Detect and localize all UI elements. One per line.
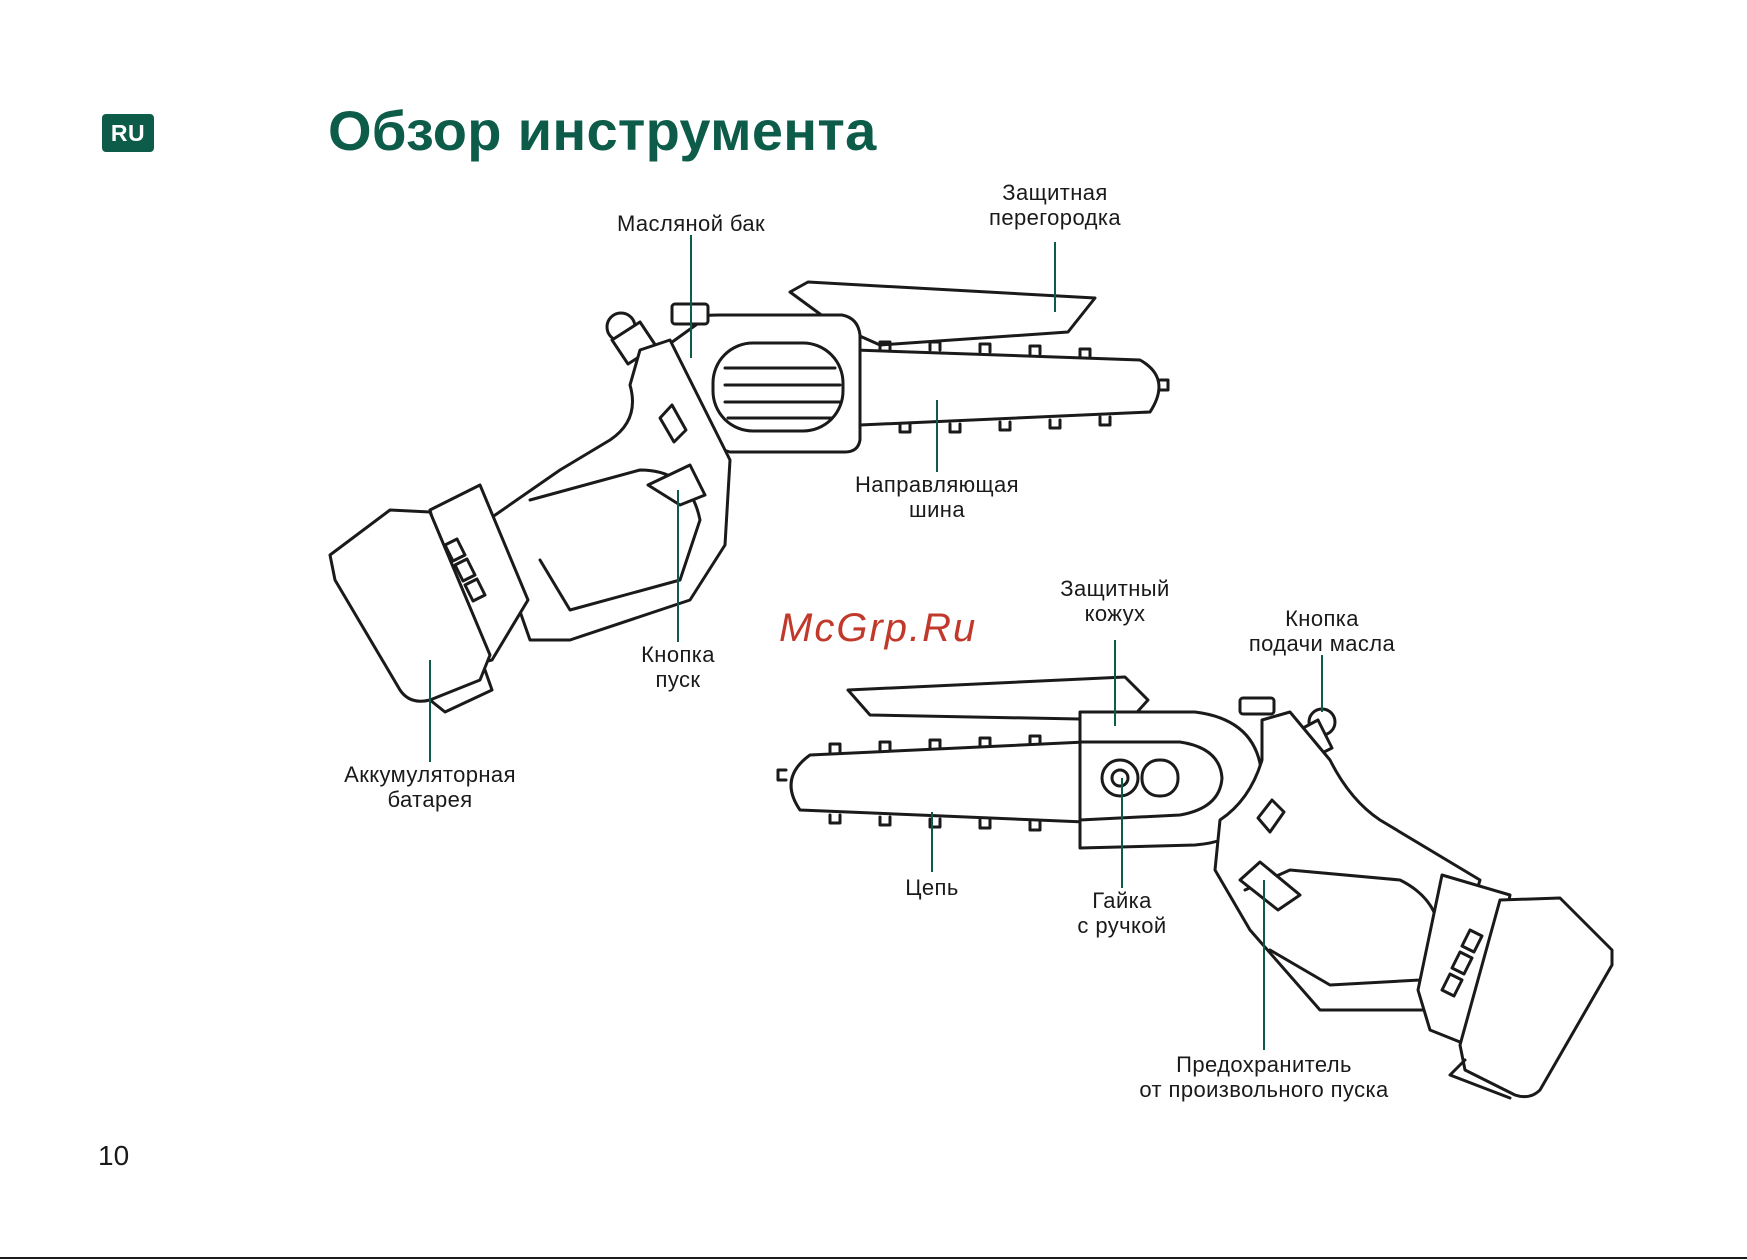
label-protective-cover-line1: Защитный [1060, 576, 1169, 601]
label-start-button: Кнопка пуск [641, 642, 715, 692]
top-chainsaw-drawing [330, 282, 1168, 712]
label-oil-tank: Масляной бак [617, 211, 765, 236]
label-guard-plate: Защитная перегородка [989, 180, 1121, 230]
top-guide-bar [855, 350, 1159, 425]
label-knob-nut-line1: Гайка [1092, 888, 1152, 913]
label-oil-feed-button-line2: подачи масла [1249, 631, 1395, 656]
label-guard-plate-line1: Защитная [1002, 180, 1108, 205]
label-safety-lock-line2: от произвольного пуска [1139, 1077, 1388, 1102]
label-battery: Аккумуляторная батарея [344, 762, 516, 812]
label-knob-nut-line2: с ручкой [1077, 913, 1166, 938]
label-guard-plate-line2: перегородка [989, 205, 1121, 230]
bottom-oil-cap [1240, 698, 1274, 714]
label-safety-lock-line1: Предохранитель [1176, 1052, 1352, 1077]
watermark: McGrp.Ru [779, 606, 977, 651]
page-number: 10 [98, 1140, 129, 1172]
label-start-button-line1: Кнопка [641, 642, 715, 667]
bottom-knob-nut-handle [1142, 760, 1178, 796]
label-start-button-line2: пуск [656, 667, 701, 692]
label-guide-bar: Направляющая шина [855, 472, 1019, 522]
label-safety-lock: Предохранитель от произвольного пуска [1139, 1052, 1388, 1102]
label-oil-feed-button: Кнопка подачи масла [1249, 606, 1395, 656]
label-guide-bar-line1: Направляющая [855, 472, 1019, 497]
label-oil-feed-button-line1: Кнопка [1285, 606, 1359, 631]
label-protective-cover: Защитный кожух [1060, 576, 1169, 626]
label-battery-line1: Аккумуляторная [344, 762, 516, 787]
bottom-rule [0, 1257, 1747, 1259]
label-guide-bar-line2: шина [909, 497, 965, 522]
bottom-guide-bar [791, 742, 1085, 822]
label-knob-nut: Гайка с ручкой [1077, 888, 1166, 938]
label-protective-cover-line2: кожух [1085, 601, 1146, 626]
label-chain: Цепь [905, 875, 959, 900]
label-battery-line2: батарея [387, 787, 472, 812]
bottom-knob-nut-inner [1112, 770, 1128, 786]
bottom-chainsaw-drawing [778, 677, 1612, 1098]
